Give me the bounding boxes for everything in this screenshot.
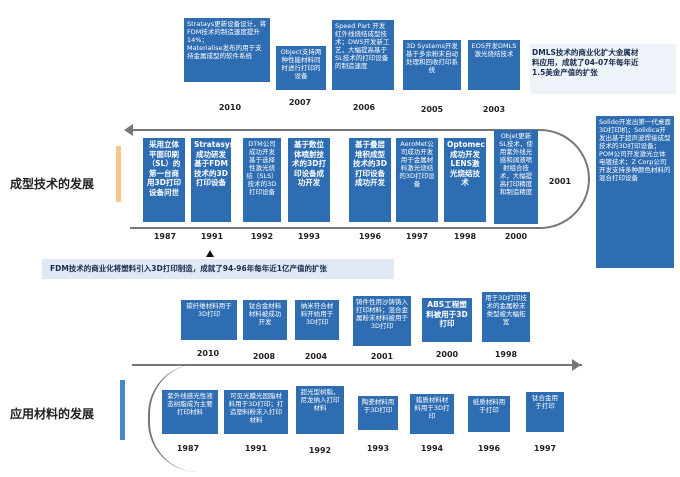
fdm-note-band <box>42 259 394 279</box>
forming-timeline-arrow <box>124 124 133 136</box>
material-event-1987: 紫外线感光性液态树脂成为主要打印材料 <box>162 390 218 434</box>
materials-accent-bar <box>120 380 125 440</box>
material-event-1997: 钛合金用于打印 <box>526 392 564 432</box>
forming-event-1997: AeroMet公司成功开发用于金属材料激光烧结的3D打印设备 <box>396 138 438 222</box>
material-year-1987: 1987 <box>176 444 200 453</box>
forming-year-2010: 2010 <box>218 103 242 112</box>
material-event-1998: 用于3D打印技术的金属粉末类型被大幅拓宽 <box>482 292 530 342</box>
fdm-up-arrow <box>206 250 214 257</box>
forming-event-1993: 基于数位体喷射技术的3D打印设备成功开发 <box>288 138 330 222</box>
material-year-1996: 1996 <box>477 444 501 453</box>
material-year-2010: 2010 <box>196 349 220 358</box>
material-year-2004: 2004 <box>304 352 328 361</box>
forming-event-2001: Solido开发出第一代桌面3D打印机；Solidica开发出基于超声波焊接成型… <box>596 116 674 268</box>
forming-event-2000: Objet更新SL技术，使用紫外线光感和阔液喷射组合技术，大幅提高打印精度和制造… <box>494 130 538 224</box>
forming-year-1992: 1992 <box>250 232 274 241</box>
forming-event-1987: 采用立体平面印刷（SL）的第一台商用3D打印设备问世 <box>143 138 185 222</box>
material-year-1994: 1994 <box>420 444 444 453</box>
forming-year-2003: 2003 <box>482 105 506 114</box>
forming-year-2006: 2006 <box>352 103 376 112</box>
forming-year-1996: 1996 <box>358 232 382 241</box>
material-year-1998: 1998 <box>494 350 518 359</box>
forming-accent-bar <box>116 146 121 202</box>
material-year-2000: 2000 <box>435 350 459 359</box>
forming-year-2000: 2000 <box>504 232 528 241</box>
forming-event-1992: DTM公司成功开发基于选择性激光烧结（SLS）技术的3D打印设备 <box>243 138 281 222</box>
forming-timeline <box>130 129 590 229</box>
materials-section-title: 应用材料的发展 <box>10 407 95 421</box>
forming-year-2005: 2005 <box>420 105 444 114</box>
material-event-2008: 钛合金材料材料被成功开发 <box>243 300 287 340</box>
forming-year-1997: 1997 <box>405 232 429 241</box>
material-year-1993: 1993 <box>366 444 390 453</box>
material-year-2008: 2008 <box>252 352 276 361</box>
material-event-2000: ABS工程塑料被用于3D打印 <box>422 298 472 342</box>
forming-year-1991: 1991 <box>200 232 224 241</box>
forming-event-2007: Object支持两种性能材料同时进行打印的设备 <box>276 46 326 90</box>
fdm-note: FDM技术的商业化将塑料引入3D打印制造，成就了94-96年每年近1亿产值的扩张 <box>50 264 327 273</box>
forming-event-1998: Optomec成功开发LENS激光烧结技术 <box>444 138 486 222</box>
material-year-1991: 1991 <box>244 444 268 453</box>
material-year-1997: 1997 <box>533 444 557 453</box>
forming-event-2006: Speed Part 开发红外线烧结成型技术；DWS开发新工艺，大幅提高基于SL… <box>332 20 394 90</box>
material-event-1994: 蜡质材料材料用于3D打印 <box>410 394 454 434</box>
materials-timeline <box>132 364 582 472</box>
material-event-2010: 碳纤维材料用于3D打印 <box>181 300 237 340</box>
material-event-1996: 纸质材料用于打印 <box>468 396 510 432</box>
forming-year-2007: 2007 <box>288 98 312 107</box>
material-event-1991: 可见光膜光固脂材料用于3D打印；打造塑料粉末入打印材料 <box>224 390 288 434</box>
forming-year-1993: 1993 <box>297 232 321 241</box>
materials-timeline-arrow <box>572 359 581 371</box>
forming-event-1996: 基于叠层堆积成型技术的3D打印设备成功开发 <box>349 138 391 222</box>
forming-year-1998: 1998 <box>453 232 477 241</box>
material-year-1992: 1992 <box>308 446 332 455</box>
dmls-note-band <box>530 44 676 94</box>
material-event-2001: 铸件性用沙铸铸入打印材料；混合金属粉末材料被用于3D打印 <box>353 296 411 346</box>
forming-event-2003: EOS开发DMLS激光烧结技术 <box>468 40 520 90</box>
forming-year-1987: 1987 <box>153 232 177 241</box>
materials-timeline-loop <box>148 364 572 472</box>
forming-section-title: 成型技术的发展 <box>10 177 95 191</box>
forming-year-2001: 2001 <box>548 177 572 186</box>
forming-event-1991: Stratasys成功研发基于FDM技术的3D打印设备 <box>191 138 231 222</box>
material-event-2004: 纳米符合材料开始用于3D打印 <box>295 300 339 340</box>
material-year-2001: 2001 <box>370 352 394 361</box>
dmls-note: DMLS技术的商业化扩大金属材 料应用，成就了04-07年每年近 1.5美金产值… <box>532 48 639 77</box>
material-event-1993: 陶瓷材料用于3D打印 <box>358 396 398 430</box>
forming-event-2010: Stratays更新设备设计，将FDM技术的制造速度提升14%； Materia… <box>184 18 270 82</box>
material-event-1992: 超光型树脂，尼龙纳入打印材料 <box>296 386 344 434</box>
forming-event-2005: 3D Systems开发基于多余粉末自动处理和回收打印系统 <box>403 40 461 90</box>
